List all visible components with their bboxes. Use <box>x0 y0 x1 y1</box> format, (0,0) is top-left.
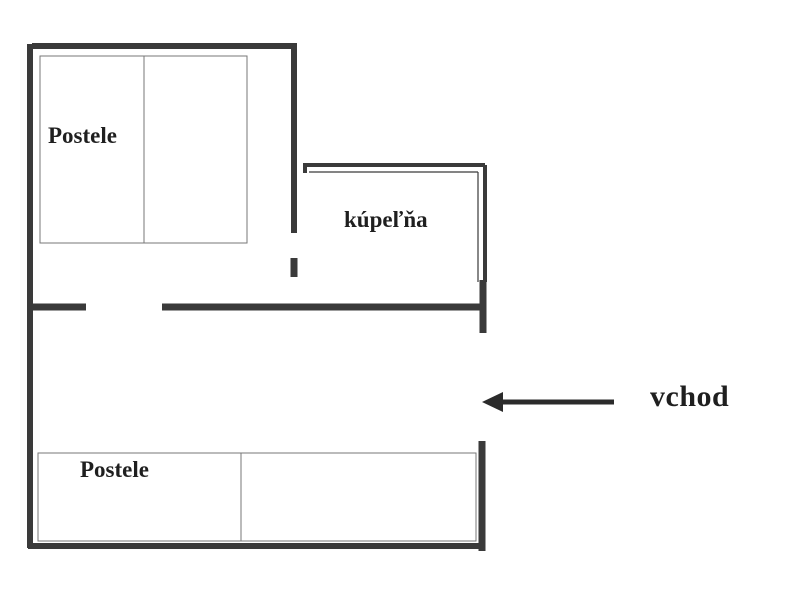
bed-bottom-right <box>240 452 477 542</box>
furniture <box>37 55 477 542</box>
walls <box>27 43 487 551</box>
label-bedroom-top: Postele <box>48 123 117 148</box>
label-bedroom-bottom: Postele <box>80 457 149 482</box>
arrow-left-icon <box>482 392 614 412</box>
bed-top-right <box>143 55 248 244</box>
bed-top-left <box>39 55 145 244</box>
label-entrance: vchod <box>650 380 729 413</box>
label-bathroom: kúpeľňa <box>344 207 428 232</box>
